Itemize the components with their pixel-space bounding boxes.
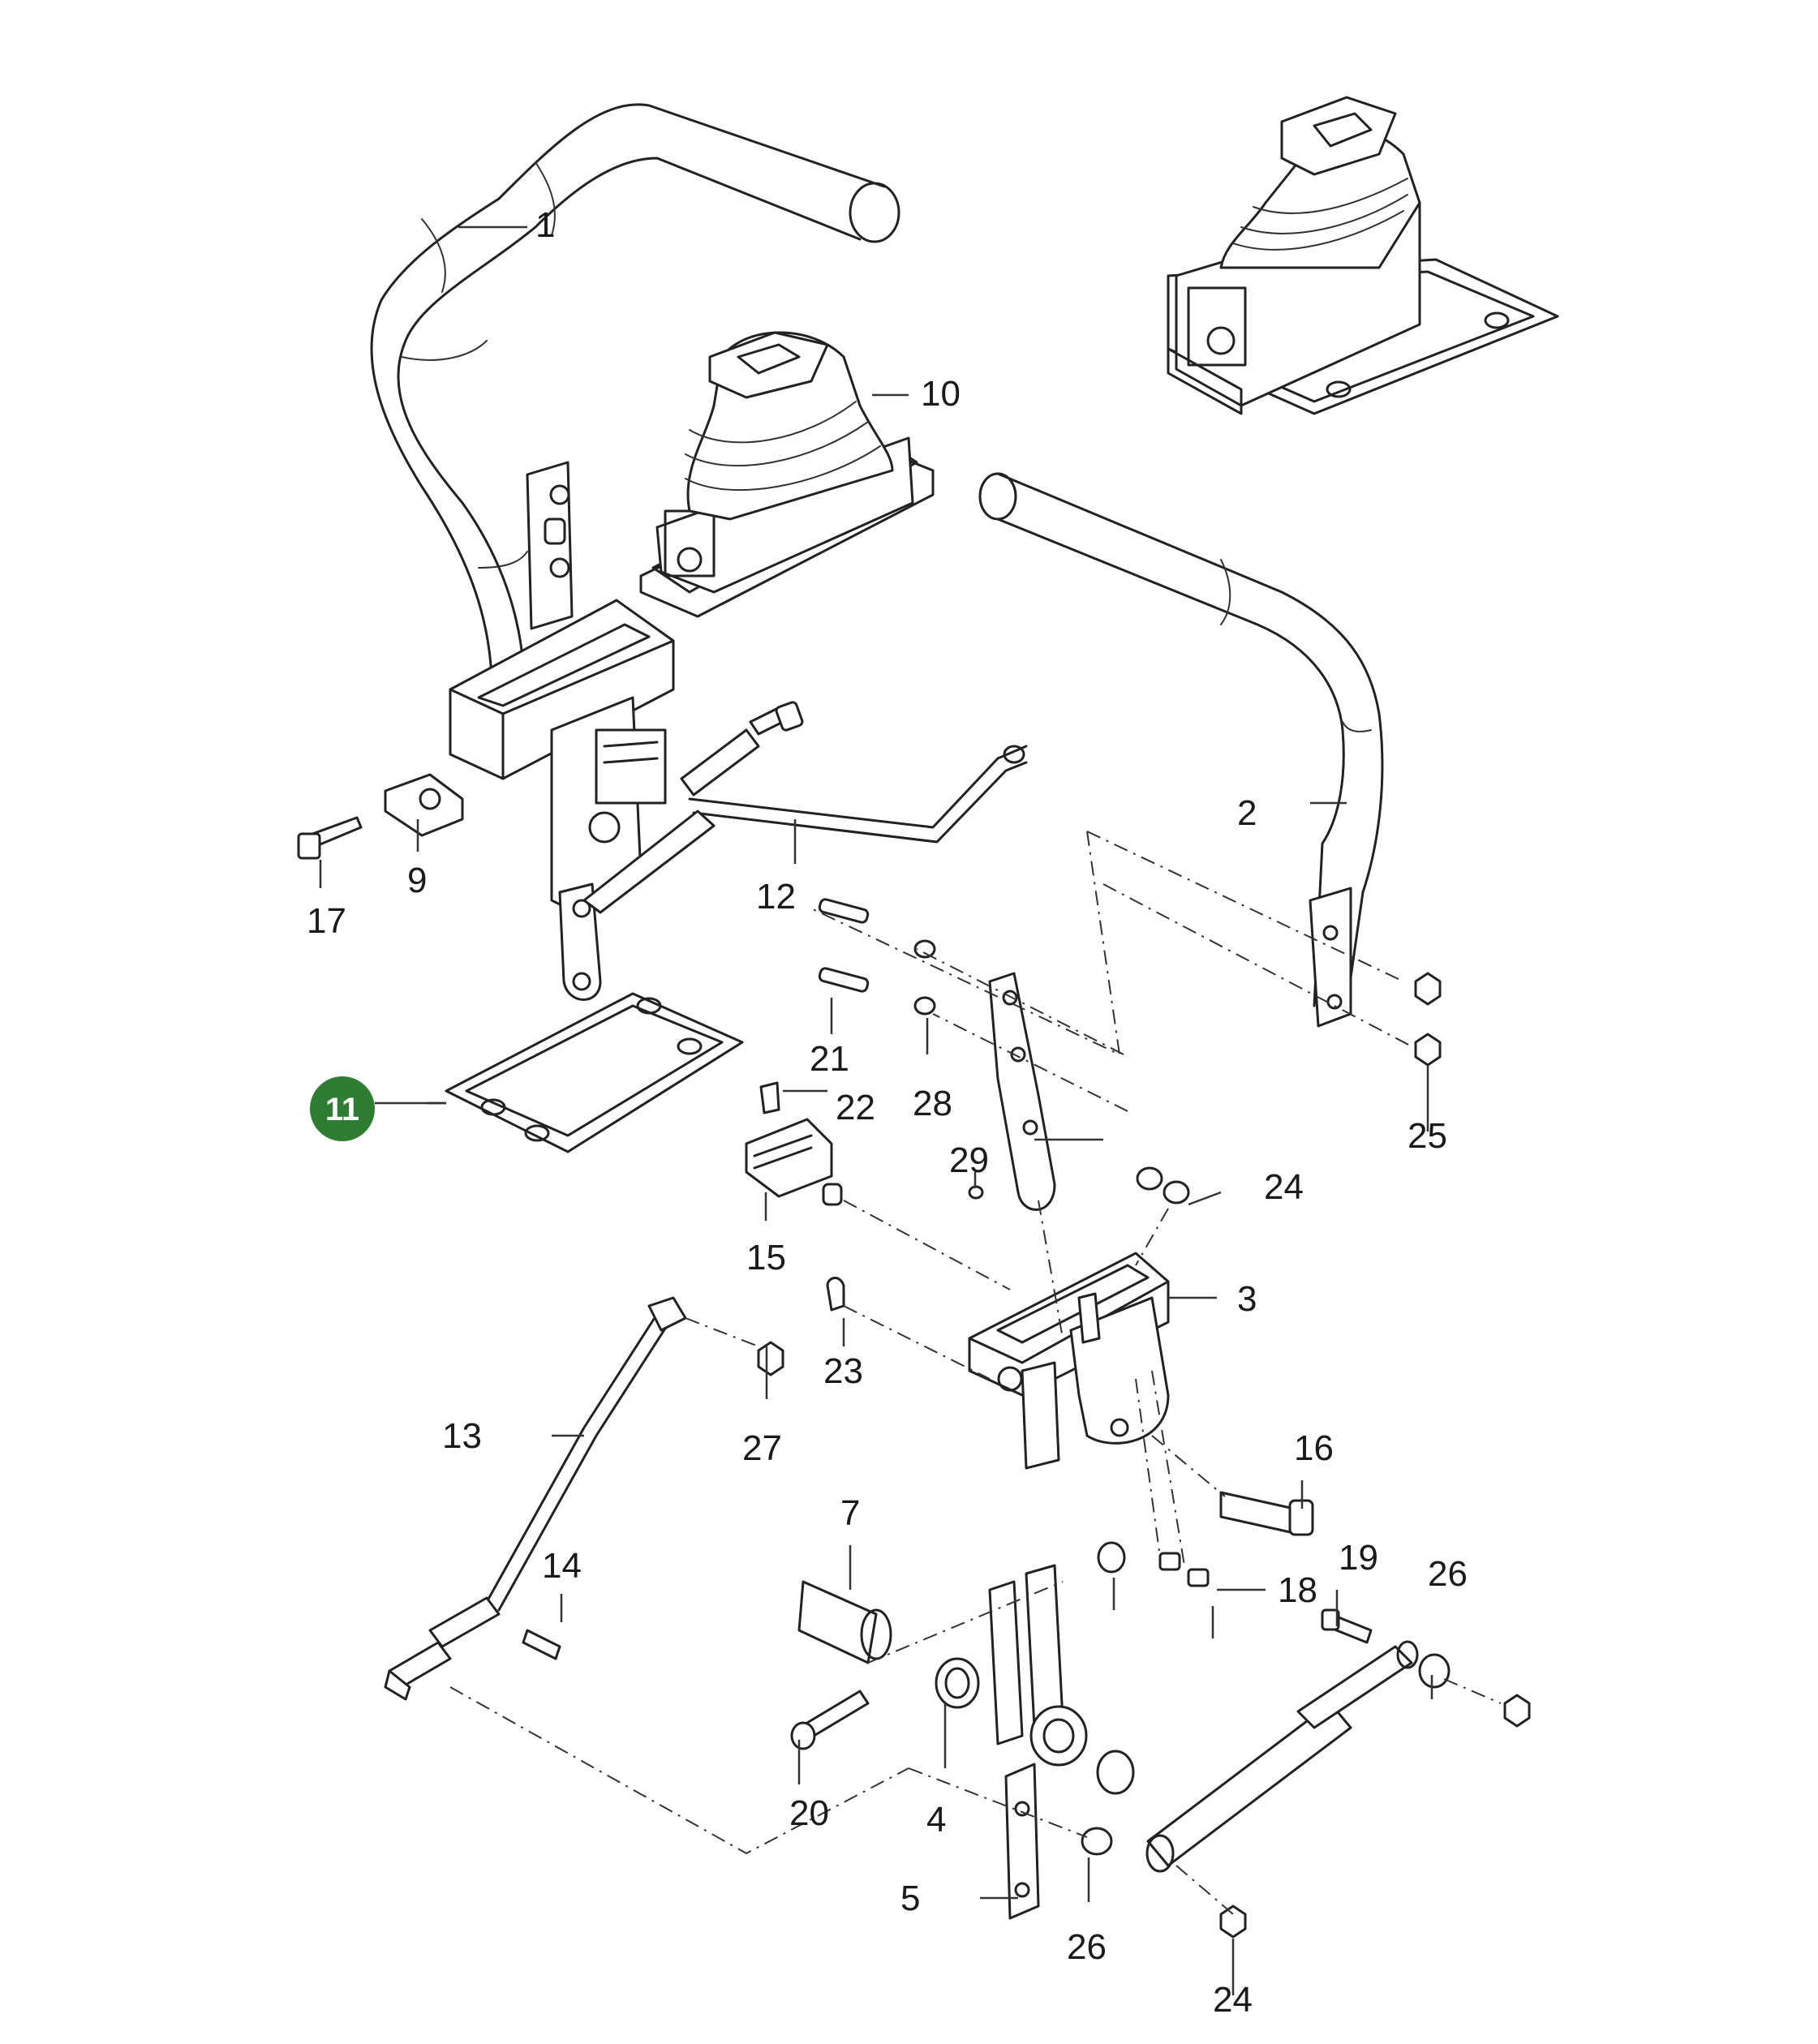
callout-28: 28 — [913, 1084, 952, 1123]
linkage-rod-12 — [582, 701, 1028, 914]
pin-7 — [797, 1580, 892, 1664]
callout-14: 14 — [542, 1546, 582, 1586]
callout-22: 22 — [836, 1088, 875, 1127]
callout-7: 7 — [840, 1493, 860, 1533]
callout-3: 3 — [1237, 1279, 1257, 1319]
part-11-badge-label: 11 — [325, 1092, 359, 1127]
gasket-11 — [445, 992, 744, 1153]
callout-27: 27 — [742, 1428, 782, 1468]
callout-1: 1 — [535, 205, 555, 245]
callout-17: 17 — [307, 901, 346, 941]
clamp-block — [384, 773, 464, 837]
switch-15 — [745, 1081, 843, 1206]
handle-right — [978, 472, 1384, 1028]
callout-23: 23 — [823, 1351, 863, 1391]
handle-left — [370, 103, 900, 732]
lever-5 — [988, 1564, 1135, 1920]
callout-13: 13 — [442, 1416, 482, 1456]
callout-26-bottom: 26 — [1067, 1927, 1107, 1967]
callout-5: 5 — [900, 1879, 920, 1918]
assembly-lines — [449, 831, 1502, 1915]
part-11-badge[interactable]: 11 — [310, 1076, 375, 1141]
callout-12: 12 — [756, 877, 796, 917]
leader-lines — [319, 225, 1433, 1995]
callouts: 1 10 2 9 17 12 21 22 28 25 29 24 15 3 23… — [307, 205, 1468, 2020]
callout-4: 4 — [926, 1800, 946, 1840]
callout-29: 29 — [949, 1140, 989, 1180]
callout-26-right: 26 — [1428, 1554, 1468, 1594]
callout-20: 20 — [789, 1793, 829, 1833]
rod-13 — [384, 1296, 687, 1701]
console-assembly-top-right — [1167, 96, 1559, 415]
callout-16: 16 — [1294, 1428, 1334, 1468]
callout-18: 18 — [1278, 1570, 1317, 1610]
callout-15: 15 — [746, 1238, 786, 1278]
callout-24-bottom: 24 — [1213, 1980, 1253, 2020]
callout-25: 25 — [1408, 1116, 1447, 1156]
bracket-3 — [968, 1252, 1170, 1470]
bolt-17 — [297, 816, 363, 860]
gas-spring — [1145, 1640, 1451, 1873]
callout-24-top: 24 — [1264, 1167, 1304, 1207]
callout-19: 19 — [1339, 1538, 1378, 1578]
callout-2: 2 — [1237, 793, 1257, 833]
console-boot — [639, 331, 935, 618]
left-control-bracket — [449, 599, 675, 1001]
callout-10: 10 — [921, 374, 961, 414]
bushing-4 — [935, 1657, 980, 1709]
callout-9: 9 — [407, 861, 427, 900]
bolt-20 — [790, 1690, 870, 1750]
callout-21: 21 — [810, 1039, 849, 1079]
